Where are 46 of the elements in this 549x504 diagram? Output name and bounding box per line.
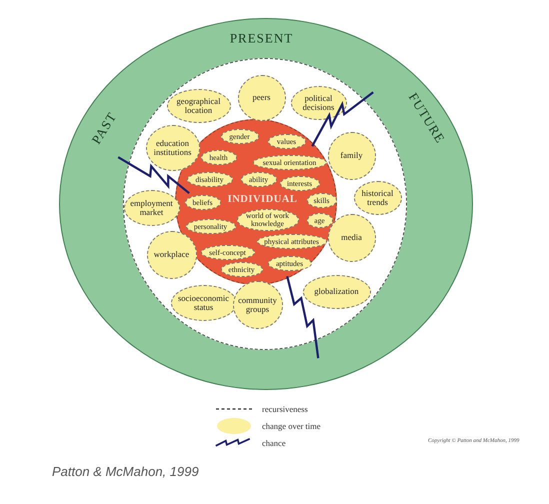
influence-label: geographical location bbox=[176, 97, 222, 114]
legend-label: change over time bbox=[262, 420, 321, 432]
influence-ellipse bbox=[280, 176, 320, 191]
influence-label: historical trends bbox=[360, 189, 394, 206]
influence-ellipse bbox=[302, 274, 370, 308]
influence-label: political decisions bbox=[302, 94, 336, 111]
influence-label: employment market bbox=[129, 199, 174, 216]
influence-label: media bbox=[341, 233, 362, 242]
influence-ellipse bbox=[306, 213, 332, 228]
influence-ellipse bbox=[236, 208, 298, 230]
influence-label: family bbox=[340, 151, 363, 160]
influence-ellipse bbox=[200, 150, 236, 165]
influence-label: peers bbox=[252, 93, 270, 102]
influence-label: workplace bbox=[154, 250, 190, 259]
influence-ellipse bbox=[268, 134, 306, 149]
influence-ellipse bbox=[186, 172, 232, 187]
influence-ellipse bbox=[354, 180, 402, 214]
influence-ellipse bbox=[146, 230, 196, 278]
influence-ellipse bbox=[240, 172, 276, 187]
influence-ellipse bbox=[170, 284, 236, 320]
influence-ellipse bbox=[256, 234, 326, 249]
legend-label: recursiveness bbox=[262, 403, 308, 415]
influence-ellipse bbox=[238, 74, 286, 120]
influence-ellipse bbox=[124, 190, 180, 226]
influence-ellipse bbox=[232, 280, 282, 328]
influence-ellipse bbox=[220, 129, 258, 144]
influence-label: education institutions bbox=[152, 139, 192, 156]
influence-label: community groups bbox=[237, 296, 278, 313]
influence-ellipse bbox=[220, 262, 262, 277]
legend-label: chance bbox=[262, 437, 286, 449]
influence-ellipse bbox=[200, 245, 254, 260]
influence-label: socioeconomic status bbox=[177, 294, 230, 311]
influence-ellipse bbox=[328, 214, 376, 262]
influence-ellipse bbox=[146, 124, 200, 170]
influence-ellipse bbox=[268, 256, 312, 271]
influence-ellipse bbox=[184, 195, 220, 210]
influence-ellipse bbox=[290, 86, 346, 120]
caption: Patton & McMahon, 1999 bbox=[52, 464, 199, 479]
influence-ellipse bbox=[306, 193, 336, 208]
influence-ellipse bbox=[186, 219, 236, 234]
influence-ellipse bbox=[328, 132, 376, 180]
influence-ellipse bbox=[166, 88, 230, 122]
influence-ellipse bbox=[252, 155, 326, 170]
influence-label: globalization bbox=[314, 287, 359, 296]
time-label: PRESENT bbox=[230, 31, 294, 44]
individual-label: INDIVIDUAL bbox=[228, 194, 298, 205]
